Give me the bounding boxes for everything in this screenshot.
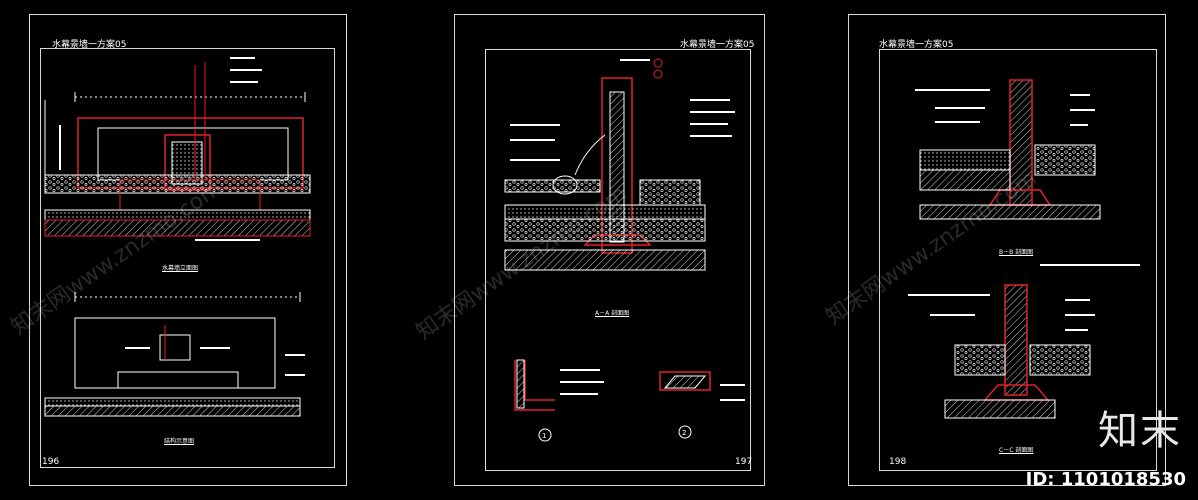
caption-section-a: A－A 剖面图 [595,310,630,317]
elevation-drawing [44,57,311,241]
detail-mark-2: 2 [682,429,686,437]
brand-id-label: ID: 1101018530 [1025,469,1186,490]
section-c-drawing [908,264,1140,419]
page-number: 198 [889,457,907,467]
page-number: 197 [735,457,753,467]
section-a-drawing [504,58,735,271]
drawing-sheet-196: 水幕景墙一方案05 水幕墙立面图 结构示意图 196 [29,14,347,486]
sheet-title: 水幕景墙一方案05 [879,40,954,50]
brand-logo: 知末 [1098,408,1182,454]
caption-elevation: 水幕墙立面图 [162,265,199,272]
drawing-sheet-198: 水幕景墙一方案05 B－B 剖面图 C－C 剖面图 198 [848,14,1166,486]
detail-drawings [514,359,745,442]
sheet-frame [879,49,1157,471]
sheet-title: 水幕景墙一方案05 [680,40,755,50]
caption-structure: 结构示意图 [164,438,195,445]
sheet-frame [485,49,751,471]
sheet-frame [40,48,335,468]
caption-section-b: B－B 剖面图 [999,249,1034,256]
detail-mark-1: 1 [542,432,546,440]
sheet-title: 水幕景墙一方案05 [52,40,127,50]
caption-section-c: C－C 剖面图 [999,447,1034,454]
structure-drawing [44,292,305,417]
page-number: 196 [42,457,60,467]
section-b-drawing [915,79,1101,220]
drawing-sheet-197: 水幕景墙一方案05 A－A 剖面图 197 [454,14,765,486]
